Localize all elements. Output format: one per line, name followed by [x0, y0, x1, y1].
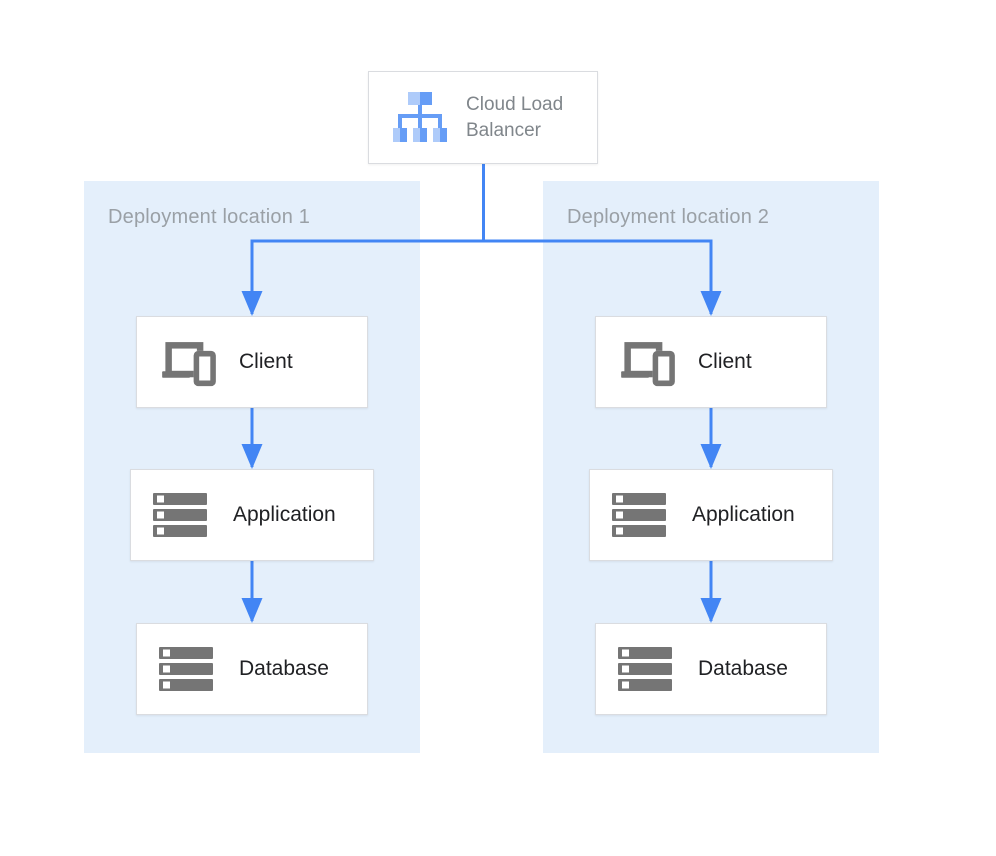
node-label: Client	[239, 350, 293, 373]
node-client-zone-1: Client	[136, 316, 368, 408]
server-stack-icon	[618, 647, 682, 691]
server-stack-icon	[159, 647, 223, 691]
node-label: Cloud Load Balancer	[466, 93, 564, 141]
node-label: Database	[239, 657, 329, 680]
cloud-load-balancer-icon	[391, 91, 449, 144]
node-cloud-load-balancer: Cloud Load Balancer	[368, 71, 598, 164]
client-devices-icon	[159, 337, 223, 387]
node-application-zone-1: Application	[130, 469, 374, 561]
server-stack-icon	[612, 493, 676, 537]
zone-label: Deployment location 2	[567, 206, 770, 228]
node-application-zone-2: Application	[589, 469, 833, 561]
client-devices-icon	[618, 337, 682, 387]
node-label: Application	[233, 503, 336, 526]
zone-label: Deployment location 1	[108, 206, 311, 228]
node-database-zone-2: Database	[595, 623, 827, 715]
node-database-zone-1: Database	[136, 623, 368, 715]
node-label: Application	[692, 503, 795, 526]
server-stack-icon	[153, 493, 217, 537]
node-client-zone-2: Client	[595, 316, 827, 408]
node-label: Client	[698, 350, 752, 373]
node-label: Database	[698, 657, 788, 680]
